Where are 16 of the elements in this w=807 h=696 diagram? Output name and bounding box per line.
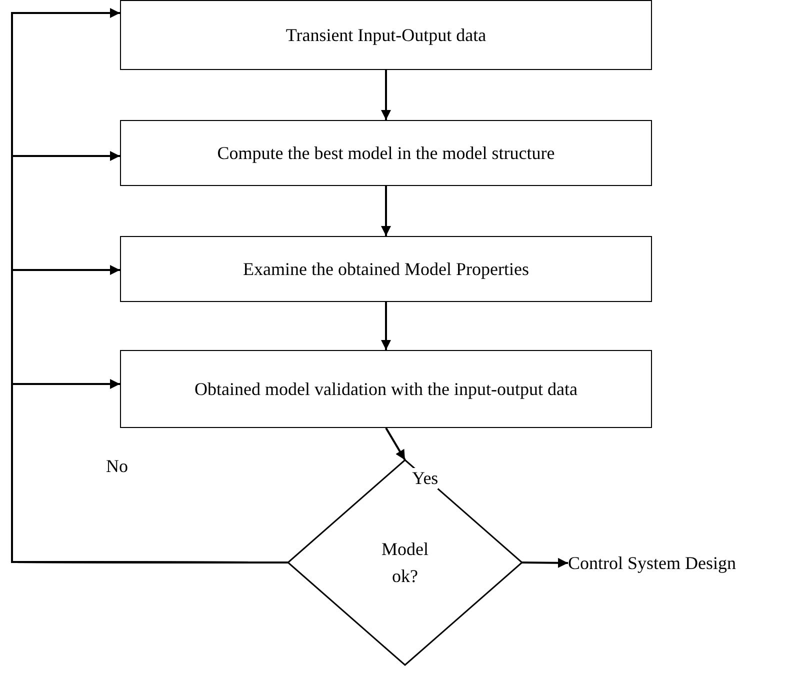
node-text: Examine the obtained Model Properties <box>243 258 529 281</box>
arrow <box>381 70 391 120</box>
node-text: Compute the best model in the model structure <box>217 142 555 165</box>
process-box <box>120 350 652 428</box>
arrow <box>381 186 391 236</box>
process-box <box>120 0 652 70</box>
process-box <box>120 236 652 302</box>
arrow <box>381 302 391 350</box>
node-text: Transient Input-Output data <box>286 24 486 47</box>
arrow <box>522 558 568 568</box>
node-text: Model ok? <box>382 538 428 586</box>
arrow <box>385 427 406 461</box>
node-text: Control System Design <box>568 552 736 574</box>
process-box <box>120 120 652 186</box>
node-text: Obtained model validation with the input-output data <box>194 378 578 401</box>
edge-label: Yes <box>412 468 438 489</box>
